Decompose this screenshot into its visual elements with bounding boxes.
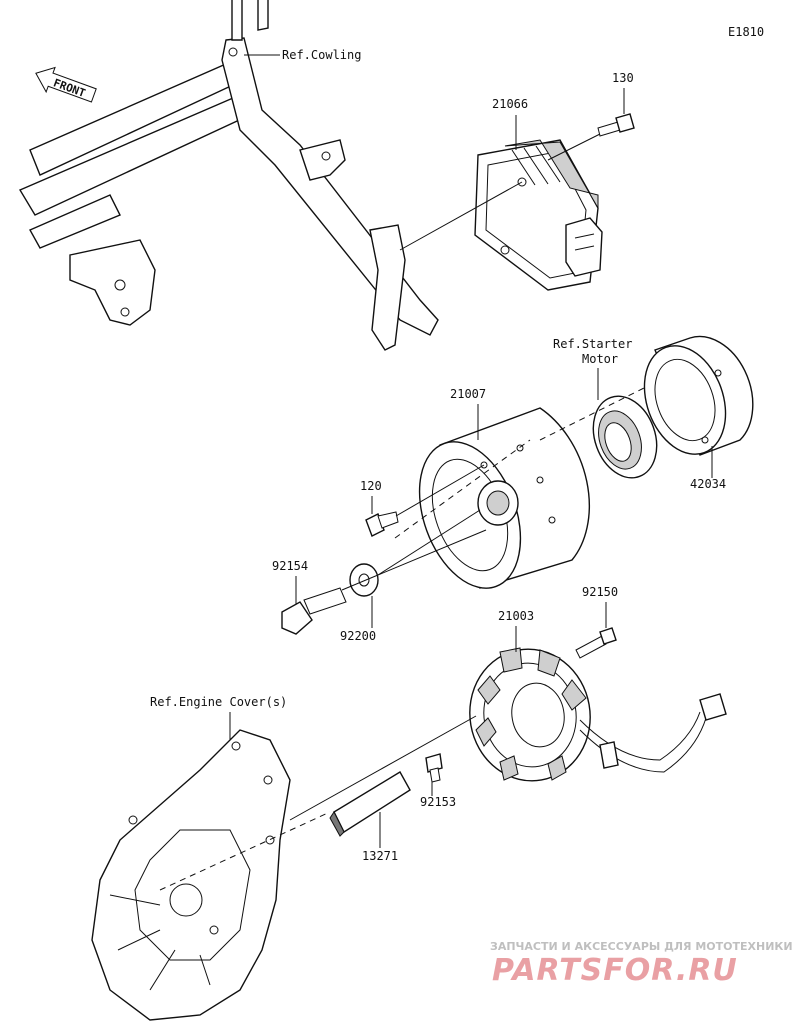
rotor-part	[418, 407, 590, 589]
part-label-92154: 92154	[272, 559, 308, 573]
engine-cover-part	[91, 729, 291, 1021]
bolt-92150-part	[575, 627, 617, 659]
ref-engine-cover-label: Ref.Engine Cover(s)	[150, 695, 287, 709]
bolt-92153-part	[425, 753, 443, 783]
watermark-brand: PARTSFOR.RU	[492, 953, 738, 988]
part-label-120: 120	[360, 479, 382, 493]
part-label-13271: 13271	[362, 849, 398, 863]
front-arrow-icon: FRONT	[35, 66, 97, 103]
part-label-130: 130	[612, 71, 634, 85]
washer-part	[349, 563, 379, 597]
ref-cowling-label: Ref.Cowling	[282, 48, 361, 62]
watermark-tagline: ЗАПЧАСТИ И АКСЕССУАРЫ ДЛЯ МОТОТЕХНИКИ	[490, 940, 793, 953]
starter-gear-part	[643, 335, 754, 456]
part-label-42034: 42034	[690, 477, 726, 491]
part-label-92153: 92153	[420, 795, 456, 809]
regulator-part	[474, 139, 603, 291]
starter-clutch-part	[592, 395, 658, 479]
ref-starter-label-1: Ref.Starter	[553, 337, 632, 351]
diagram-code: E1810	[728, 25, 764, 39]
bolt-130-part	[597, 113, 635, 137]
plate-part	[329, 771, 411, 837]
stator-part	[469, 647, 727, 782]
bolt-92154-part	[281, 587, 347, 635]
part-label-21003: 21003	[498, 609, 534, 623]
part-label-92150: 92150	[582, 585, 618, 599]
bolt-120-part	[365, 511, 399, 537]
part-label-21007: 21007	[450, 387, 486, 401]
ref-starter-label-2: Motor	[582, 352, 618, 366]
part-label-21066: 21066	[492, 97, 528, 111]
part-label-92200: 92200	[340, 629, 376, 643]
frame-bracket	[18, 0, 439, 351]
